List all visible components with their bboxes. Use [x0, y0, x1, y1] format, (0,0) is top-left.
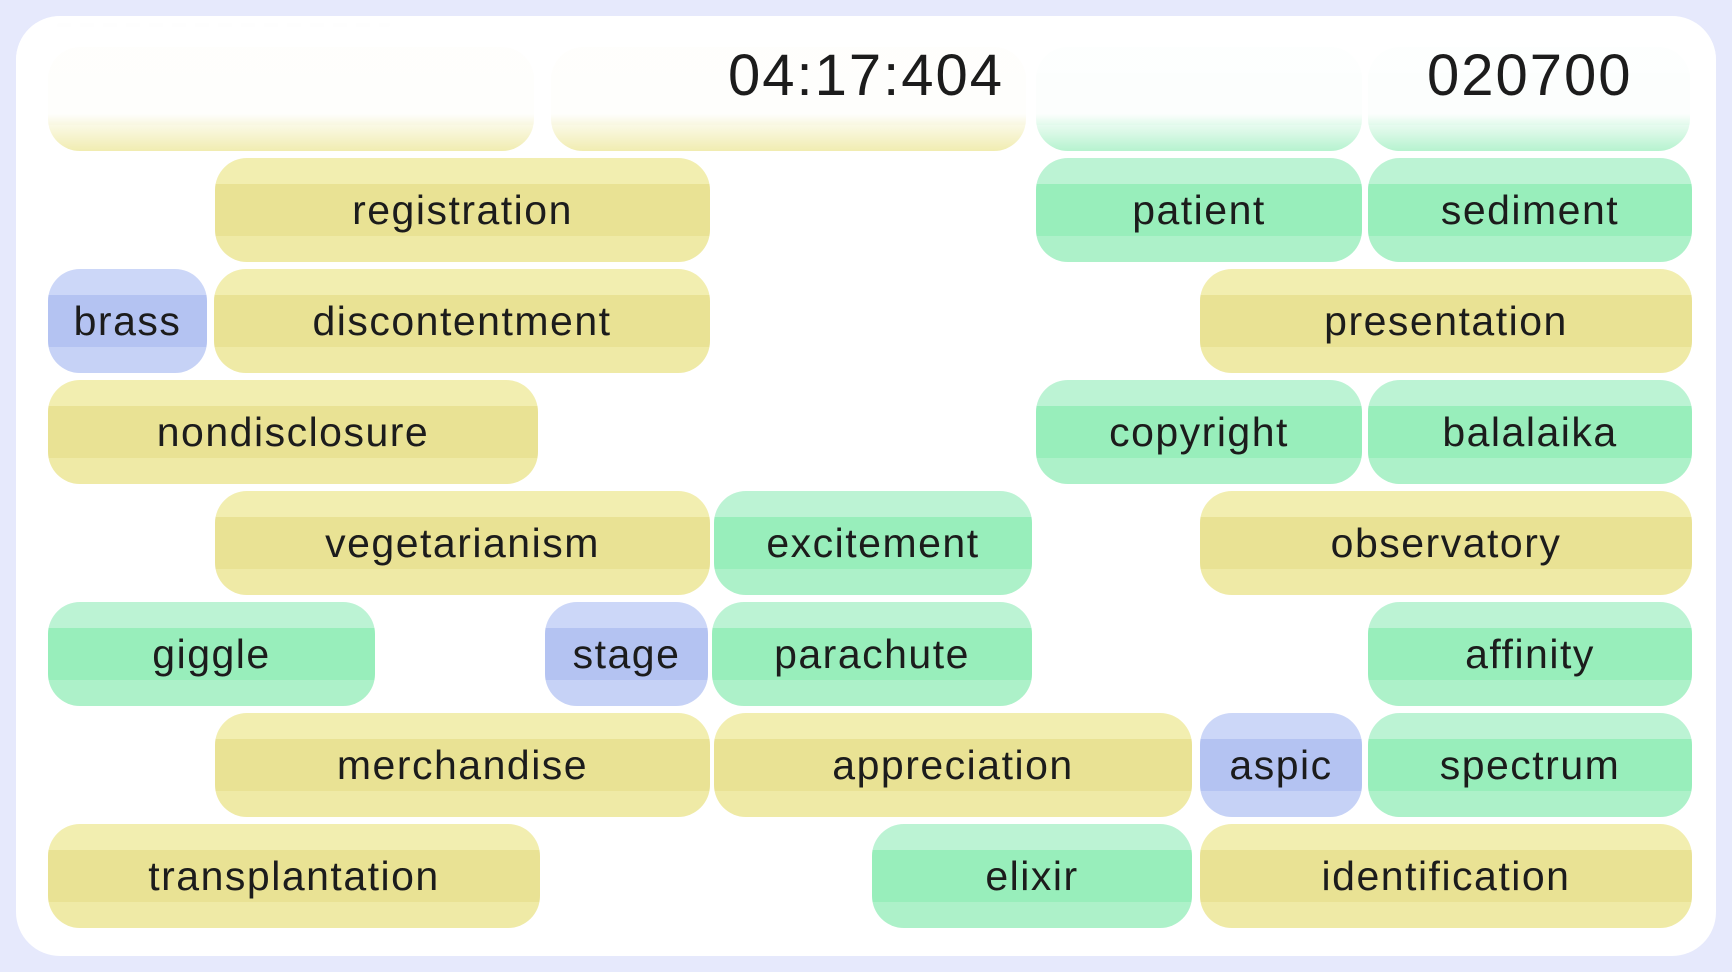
word-pill[interactable]: registration [215, 158, 710, 262]
word-label: brass [73, 297, 182, 344]
word-pill[interactable]: transplantation [48, 824, 540, 928]
word-label: spectrum [1439, 741, 1621, 788]
word-grid: registration patient sediment brass disconte… [16, 16, 1716, 956]
word-label: discontentment [312, 297, 612, 344]
word-pill[interactable]: spectrum [1368, 713, 1692, 817]
word-pill[interactable]: sediment [1368, 158, 1692, 262]
word-label: balalaika [1442, 408, 1618, 455]
word-pill[interactable]: excitement [714, 491, 1032, 595]
word-label: vegetarianism [325, 519, 600, 566]
word-pill[interactable]: patient [1036, 158, 1362, 262]
word-pill[interactable]: giggle [48, 602, 375, 706]
word-pill[interactable]: nondisclosure [48, 380, 538, 484]
word-label: sediment [1440, 186, 1620, 233]
word-label: parachute [774, 630, 970, 677]
clipped-row-text-remnant [57, 23, 390, 27]
word-label: stage [572, 630, 681, 677]
word-label: merchandise [336, 741, 589, 788]
word-pill[interactable]: stage [545, 602, 708, 706]
game-board-card: registration patient sediment brass disconte… [16, 16, 1716, 956]
word-label: aspic [1229, 741, 1333, 788]
word-label: nondisclosure [156, 408, 430, 455]
word-pill[interactable]: identification [1200, 824, 1692, 928]
word-pill[interactable]: vegetarianism [215, 491, 710, 595]
word-pill[interactable]: elixir [872, 824, 1192, 928]
word-pill[interactable]: presentation [1200, 269, 1692, 373]
word-pill[interactable]: merchandise [215, 713, 710, 817]
score-display: 020700 [1427, 43, 1633, 108]
word-pill[interactable]: aspic [1200, 713, 1362, 817]
word-label: presentation [1324, 297, 1568, 344]
hud-bar: 04:17:404 020700 [16, 42, 1716, 112]
word-pill[interactable]: discontentment [214, 269, 710, 373]
word-label: identification [1321, 852, 1571, 899]
word-pill[interactable]: observatory [1200, 491, 1692, 595]
word-label: elixir [985, 852, 1079, 899]
word-pill[interactable]: brass [48, 269, 207, 373]
word-pill[interactable]: affinity [1368, 602, 1692, 706]
word-label: copyright [1109, 408, 1289, 455]
word-label: giggle [152, 630, 271, 677]
word-label: excitement [766, 519, 980, 566]
word-pill[interactable]: parachute [712, 602, 1032, 706]
word-label: affinity [1465, 630, 1595, 677]
word-label: patient [1132, 186, 1266, 233]
word-label: observatory [1330, 519, 1562, 566]
word-label: appreciation [832, 741, 1074, 788]
word-label: transplantation [148, 852, 440, 899]
word-pill[interactable]: appreciation [714, 713, 1192, 817]
word-pill[interactable]: balalaika [1368, 380, 1692, 484]
word-label: registration [352, 186, 573, 233]
word-pill[interactable]: copyright [1036, 380, 1362, 484]
